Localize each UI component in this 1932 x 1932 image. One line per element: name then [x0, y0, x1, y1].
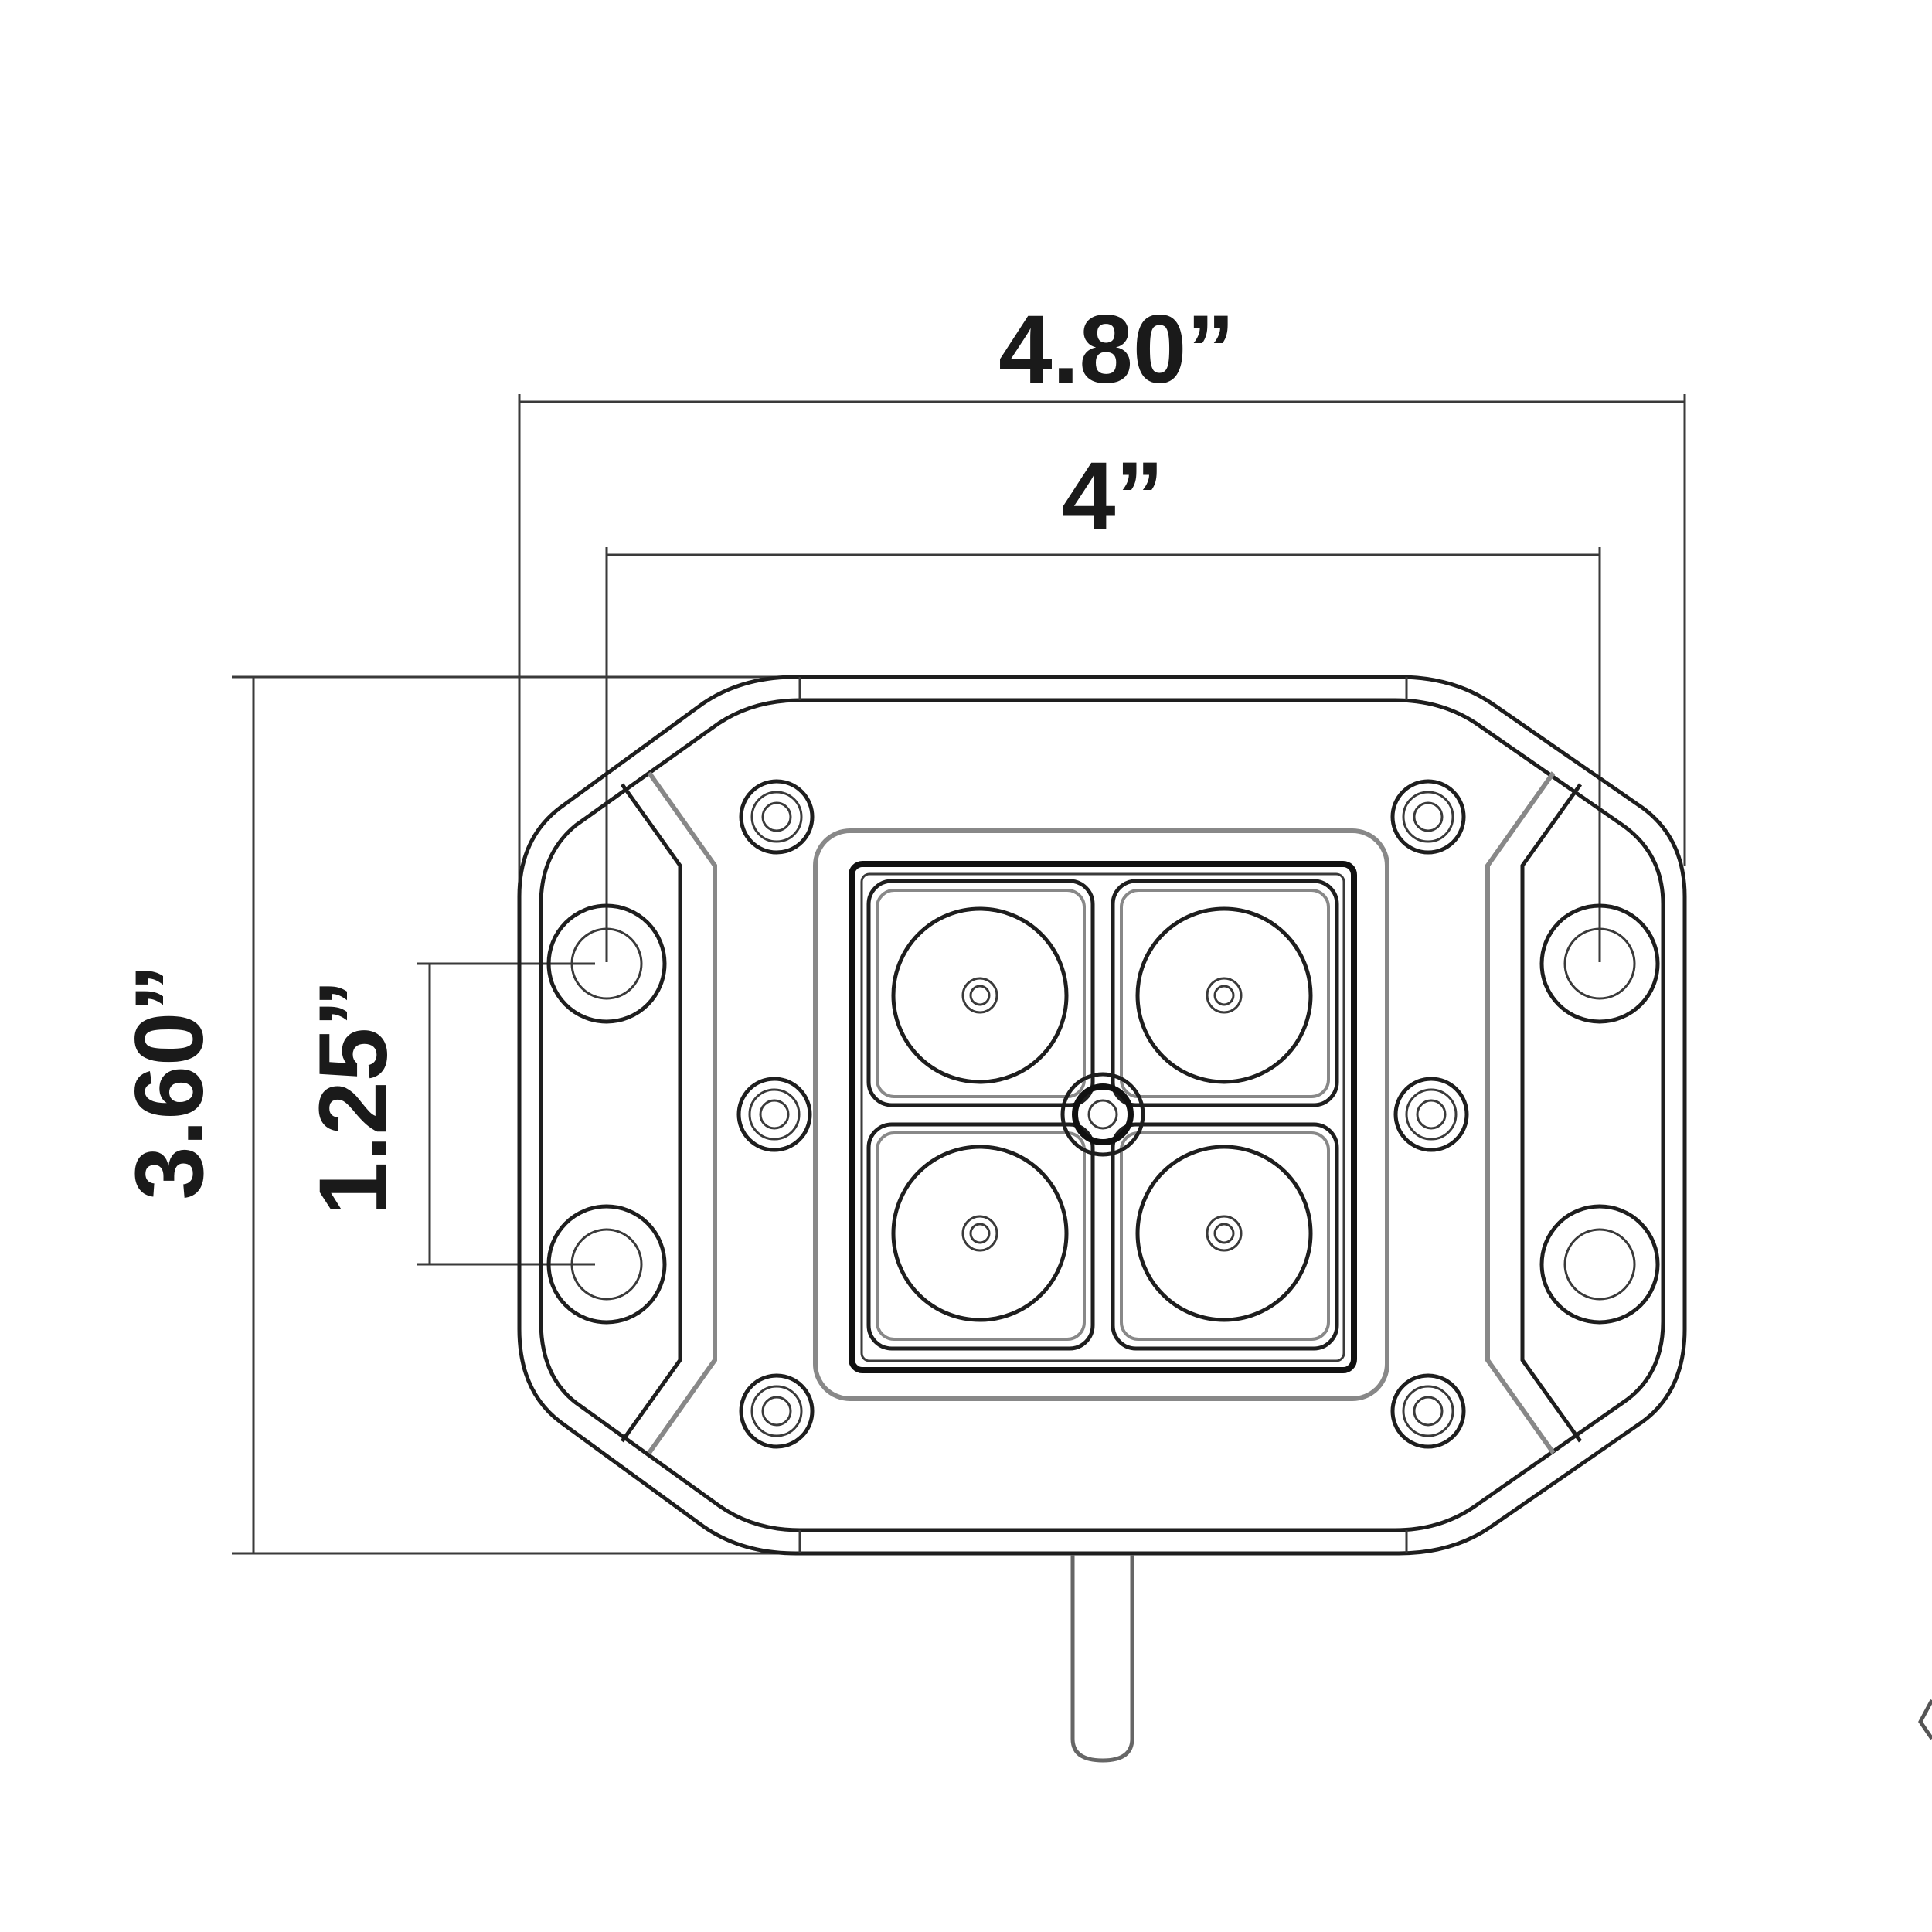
screw-icon	[739, 1373, 815, 1449]
screw-icon	[1393, 1077, 1469, 1152]
screw-icon	[1390, 779, 1466, 855]
mount-hole-width-label: 4”	[1062, 443, 1164, 550]
mounting-hole-bottom-right	[1539, 1204, 1660, 1325]
led-cell	[1111, 1122, 1339, 1351]
overall-height-label: 3.60”	[116, 964, 223, 1200]
led-cell	[866, 879, 1095, 1107]
mount-hole-spacing-label: 1.25”	[300, 979, 407, 1216]
dimension-lines	[232, 394, 1686, 1555]
screw-icon	[1390, 1373, 1466, 1449]
screw-icon	[739, 779, 815, 855]
overall-width-label: 4.80”	[998, 296, 1235, 403]
housing-outline	[517, 675, 1687, 1556]
left-flange	[620, 771, 717, 1454]
right-flange	[1485, 771, 1583, 1454]
led-cell	[1111, 879, 1339, 1107]
mounting-hole-top-right	[1539, 903, 1660, 1024]
edge-artifact-icon	[1918, 1699, 1932, 1740]
bezel-screws	[736, 779, 1469, 1449]
led-cells	[866, 879, 1339, 1351]
mounting-hole-top-left	[546, 903, 667, 1024]
wire-lead	[1070, 1555, 1134, 1763]
screw-icon	[736, 1077, 812, 1152]
lens-frame	[813, 828, 1389, 1401]
mounting-hole-bottom-left	[546, 1204, 667, 1325]
led-cell	[866, 1122, 1095, 1351]
center-screw-icon	[1060, 1072, 1145, 1157]
